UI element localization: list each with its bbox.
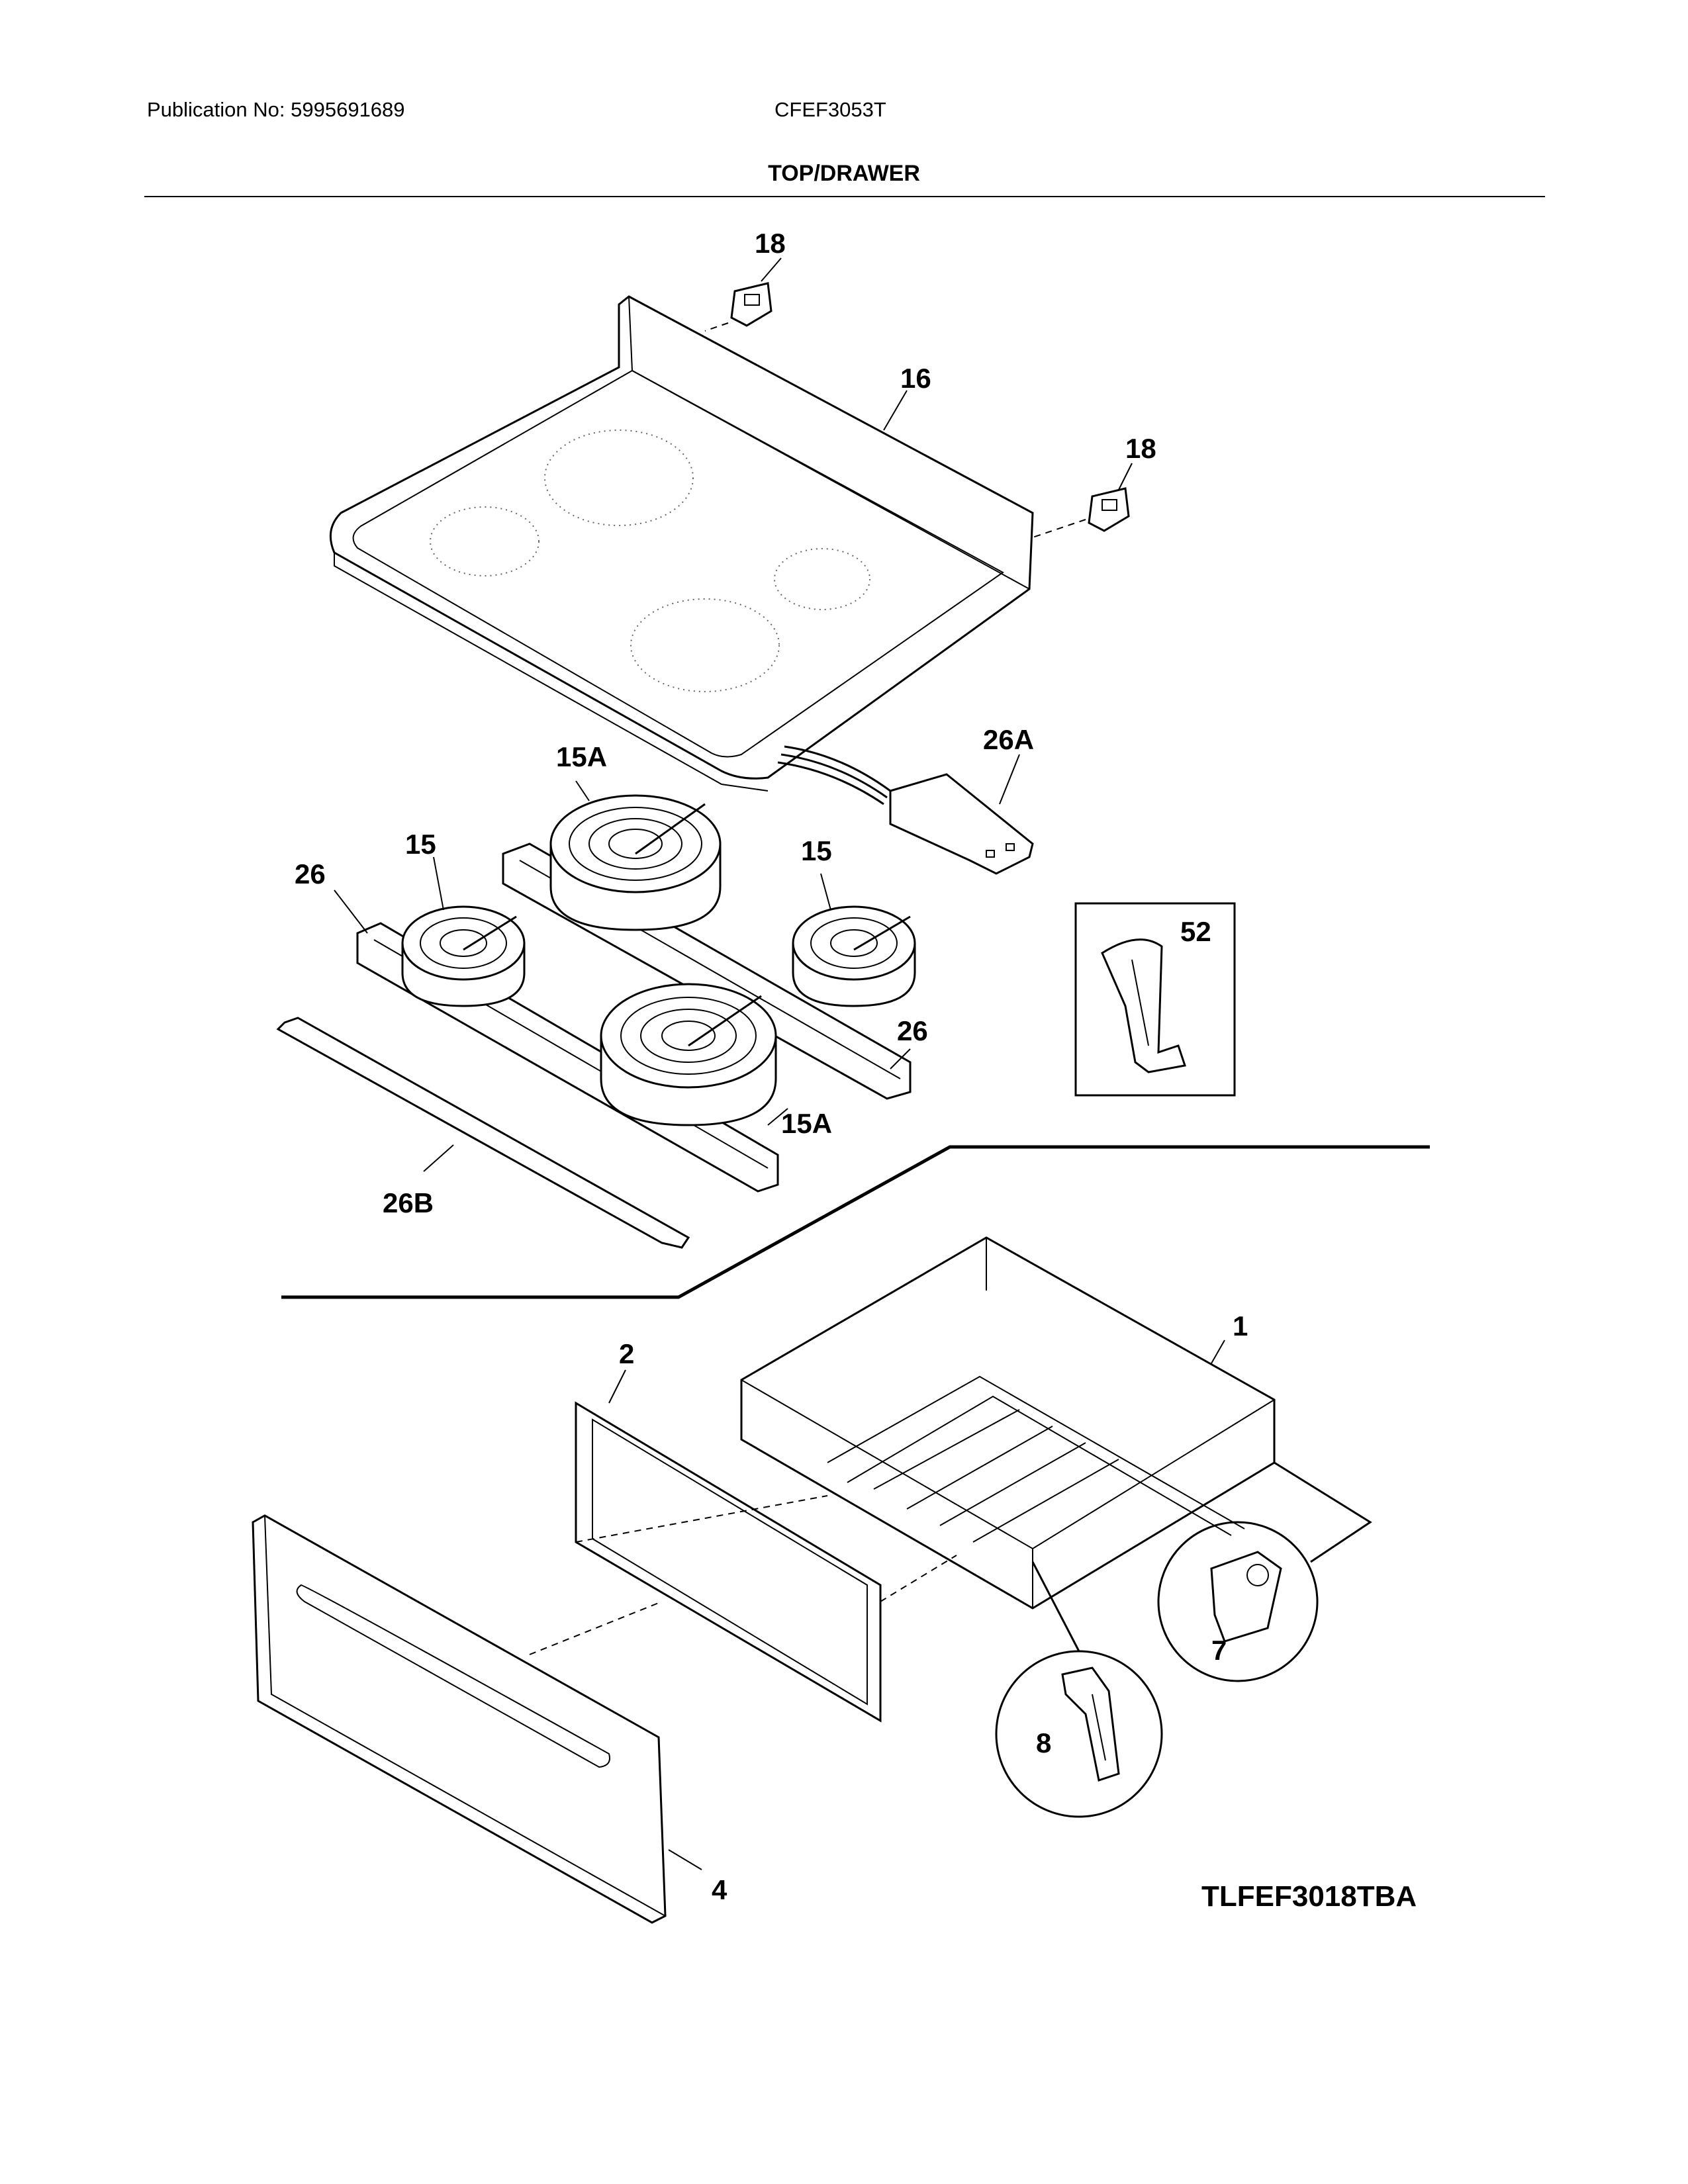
leader-lines [334,257,1225,1870]
callout-2: 2 [619,1338,634,1369]
callout-1: 1 [1233,1310,1248,1342]
bracket-18-right [1032,487,1130,538]
callout-8: 8 [1036,1727,1051,1758]
section-title: TOP/DRAWER [768,161,920,186]
wire-harness-26a [777,745,1034,875]
publication-number: Publication No: 5995691689 [147,98,405,121]
model-number: CFEF3053T [774,98,886,121]
callout-15-left: 15 [405,829,436,860]
callout-15-right: 15 [801,835,832,866]
bracket-18-left [704,282,773,332]
callout-16: 16 [900,363,931,394]
element-15a-bottom [600,983,777,1126]
callout-18-right: 18 [1125,433,1156,464]
cooktop-part [329,295,1034,792]
callout-18-left: 18 [755,228,786,259]
element-15a-top [549,794,722,931]
callout-7: 7 [1211,1635,1227,1666]
drawer-front [252,1514,667,1924]
callout-26a: 26A [983,724,1034,755]
insulator-52-box [1074,902,1236,1097]
drawer-body [740,1236,1276,1610]
element-15-left [401,905,526,1007]
section-divider [281,1145,1430,1299]
callout-52: 52 [1180,916,1211,947]
strip-26b [276,1017,690,1249]
element-15-right [792,905,916,1007]
callout-26b: 26B [383,1187,434,1218]
drawer-liner [575,1401,957,1723]
callout-26-right: 26 [897,1015,928,1046]
header-rule [144,196,1545,197]
callout-15a-bottom: 15A [781,1108,832,1139]
slide-clip-8-detail [995,1561,1163,1818]
callout-4: 4 [712,1874,727,1905]
callout-15a-top: 15A [556,741,607,772]
roller-7-detail [1157,1461,1372,1682]
callout-26-left: 26 [295,858,326,889]
diagram-code: TLFEF3018TBA [1201,1880,1417,1913]
